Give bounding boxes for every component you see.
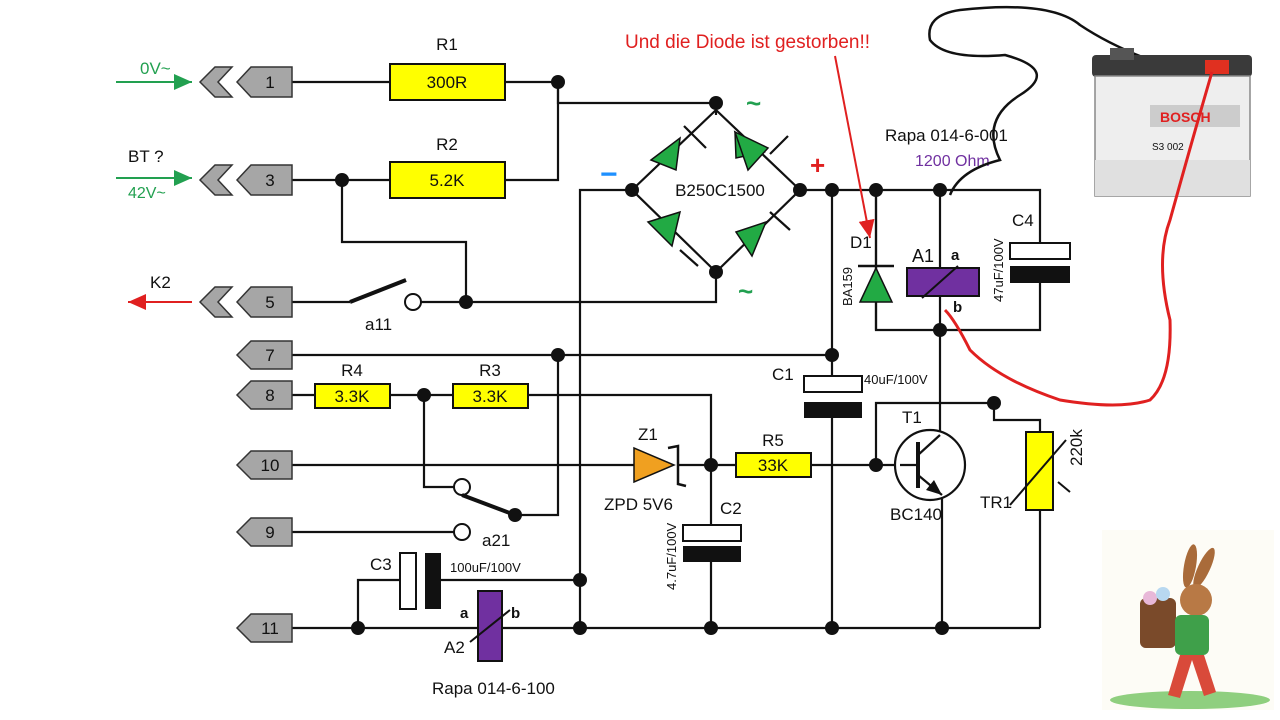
capacitor-c3: C3 100uF/100V — [370, 552, 521, 610]
battery-brand: BOSCH — [1160, 109, 1211, 125]
terminal-8: 8 — [235, 380, 293, 410]
diode-d1: D1 BA159 — [840, 233, 894, 306]
transistor-t1: T1 BC140 — [890, 408, 967, 524]
r3-value: 3.3K — [473, 387, 509, 406]
bridge-diode-top-right-icon — [733, 130, 789, 172]
a1-name: A1 — [912, 246, 934, 266]
terminal-8-label: 8 — [265, 386, 274, 405]
resistor-r3: R3 3.3K — [452, 361, 529, 409]
label-k2: K2 — [150, 273, 171, 292]
c2-name: C2 — [720, 499, 742, 518]
resistor-r4: R4 3.3K — [314, 361, 391, 409]
t1-part: BC140 — [890, 505, 942, 524]
capacitor-c2: C2 4.7uF/100V — [664, 499, 742, 590]
c4-value: 47uF/100V — [991, 238, 1006, 302]
trimmer-tr1: TR1 220k — [980, 429, 1086, 512]
terminal-10: 10 — [235, 450, 293, 480]
resistor-r2: R2 5.2K — [389, 135, 506, 199]
label-bt: BT ? — [128, 147, 164, 166]
wiring — [292, 80, 1042, 630]
zener-z1: Z1 ZPD 5V6 — [604, 425, 687, 514]
c2-value: 4.7uF/100V — [664, 522, 679, 590]
r4-name: R4 — [341, 361, 363, 380]
minus-symbol: − — [600, 158, 618, 191]
z1-part: ZPD 5V6 — [604, 495, 673, 514]
easter-bunny-illustration — [1102, 530, 1274, 710]
tr1-name: TR1 — [980, 493, 1012, 512]
r1-value: 300R — [427, 73, 468, 92]
c3-name: C3 — [370, 555, 392, 574]
battery-red-wire — [943, 71, 1214, 407]
battery-model: S3 002 — [1152, 142, 1184, 153]
resistor-r5: R5 33K — [735, 431, 812, 478]
c3-value: 100uF/100V — [450, 560, 521, 575]
a1-pin-a: a — [951, 247, 960, 264]
car-battery: BOSCH S3 002 — [928, 5, 1252, 407]
a2-part: Rapa 014-6-100 — [432, 679, 555, 698]
label-42v: 42V~ — [128, 185, 166, 202]
t1-name: T1 — [902, 408, 922, 427]
a2-pin-b: b — [511, 605, 520, 622]
a1-resistance: 1200 Ohm — [915, 153, 990, 170]
terminal-1: 1 — [198, 66, 293, 98]
r2-value: 5.2K — [430, 171, 466, 190]
capacitor-c1: C1 40uF/100V — [772, 365, 928, 418]
tr1-value: 220k — [1067, 429, 1086, 466]
terminal-3: 3 — [198, 164, 293, 196]
ac-top-symbol: ~ — [746, 88, 761, 118]
c1-value: 40uF/100V — [864, 372, 928, 387]
terminal-10-label: 10 — [261, 456, 280, 475]
switch-a11: a11 — [349, 278, 422, 334]
a21-name: a21 — [482, 531, 510, 550]
bridge-rectifier: B250C1500 ~ ~ + − — [600, 88, 825, 306]
terminal-3-label: 3 — [265, 171, 274, 190]
r5-value: 33K — [758, 456, 789, 475]
bridge-name: B250C1500 — [675, 181, 765, 200]
z1-name: Z1 — [638, 425, 658, 444]
bridge-diode-bottom-right-icon — [734, 211, 791, 258]
r3-name: R3 — [479, 361, 501, 380]
resistor-r1: R1 300R — [389, 35, 506, 101]
d1-name: D1 — [850, 233, 872, 252]
terminal-7: 7 — [235, 340, 293, 370]
a2-pin-a: a — [460, 605, 469, 622]
note-diode-died: Und die Diode ist gestorben!! — [625, 32, 870, 53]
relay-a2: a b A2 Rapa 014-6-100 — [432, 590, 555, 698]
d1-part: BA159 — [840, 267, 855, 306]
r2-name: R2 — [436, 135, 458, 154]
r4-value: 3.3K — [335, 387, 371, 406]
switch-a21: a21 — [453, 478, 522, 550]
a11-name: a11 — [365, 315, 392, 334]
c1-name: C1 — [772, 365, 794, 384]
r5-name: R5 — [762, 431, 784, 450]
terminal-9: 9 — [235, 517, 293, 547]
ac-bottom-symbol: ~ — [738, 276, 753, 306]
note-arrow — [834, 55, 875, 239]
red-annotation: Und die Diode ist gestorben!! — [625, 32, 875, 239]
input-annotations: 0V~ BT ? 42V~ K2 — [116, 59, 192, 310]
capacitor-c4: C4 47uF/100V — [991, 211, 1071, 302]
terminal-9-label: 9 — [265, 523, 274, 542]
a1-pin-b: b — [953, 299, 962, 316]
a1-part: Rapa 014-6-001 — [885, 126, 1008, 145]
relay-a1: Rapa 014-6-001 1200 Ohm A1 a b — [885, 126, 1008, 316]
plus-symbol: + — [810, 150, 825, 180]
label-0v: 0V~ — [140, 59, 171, 78]
terminal-11: 11 — [235, 613, 293, 643]
terminal-11-label: 11 — [261, 619, 279, 638]
terminal-5-label: 5 — [265, 293, 274, 312]
r1-name: R1 — [436, 35, 458, 54]
terminal-7-label: 7 — [265, 346, 274, 365]
terminal-5: 5 — [198, 286, 293, 318]
terminal-1-label: 1 — [265, 73, 274, 92]
bridge-diode-bottom-left-icon — [646, 210, 699, 267]
a2-name: A2 — [444, 638, 465, 657]
bridge-diode-top-left-icon — [649, 125, 707, 172]
c4-name: C4 — [1012, 211, 1034, 230]
